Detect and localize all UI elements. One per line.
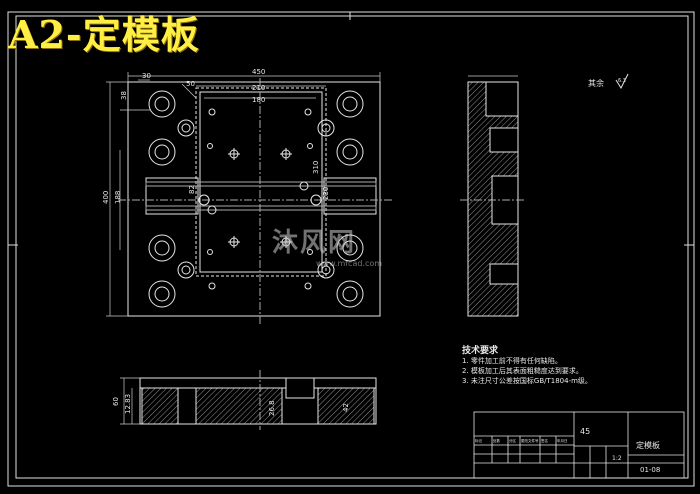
tb-label-mark: 标记 <box>475 438 483 443</box>
watermark-text: 沐风网 <box>272 228 357 258</box>
tb-label-count: 处数 <box>493 438 501 443</box>
tb-label-date: 年月日 <box>557 438 568 443</box>
side-outline <box>467 81 519 317</box>
front-hatch-center <box>195 387 283 425</box>
front-outline <box>139 377 377 425</box>
front-pocket <box>285 377 315 399</box>
plate-outline <box>127 81 381 317</box>
corner-bolt-holes <box>148 90 364 308</box>
dim-42: 42 <box>342 403 350 412</box>
watermark-url: www.mfcad.com <box>316 259 383 268</box>
dim-310: 310 <box>312 161 320 174</box>
slide-slot-left <box>145 177 199 215</box>
material-value: 45 <box>580 427 590 436</box>
technical-requirements: 技术要求 1. 零件加工前不得有任何缺陷。 2. 模板加工后其表面粗糙度达到要求… <box>462 346 592 386</box>
side-view <box>460 75 526 317</box>
watermark: 沐风网 www.mfcad.com <box>272 222 382 268</box>
part-name: 定模板 <box>636 440 660 450</box>
roughness-label: 其余 <box>588 78 604 88</box>
tb-label-sign: 签名 <box>541 438 548 443</box>
dim-12-83: 12.83 <box>124 394 132 414</box>
dim-height-400: 400 <box>102 191 110 204</box>
outer-border <box>7 11 695 487</box>
roughness-value: 6.3 <box>618 78 626 84</box>
front-dimension-lines <box>120 377 140 425</box>
dim-188: 188 <box>114 191 122 204</box>
inner-border <box>15 15 689 479</box>
title-block-text: 45 定模板 01-08 1:2 标记 处数 分区 更改文件号 签名 年月日 <box>475 427 660 474</box>
side-cut-bottom <box>489 263 519 285</box>
front-dim-labels: 60 12.83 42 26.8 <box>112 394 350 416</box>
tb-label-zone: 分区 <box>509 438 517 443</box>
slide-slot-right <box>323 177 377 215</box>
drawing-title: A2-定模板 <box>8 12 200 57</box>
top-view <box>106 72 392 326</box>
dim-82: 82 <box>188 185 196 194</box>
tech-req-heading: 技术要求 <box>462 346 499 356</box>
side-cut-slot <box>489 127 519 153</box>
scale-value: 1:2 <box>612 455 622 462</box>
tech-req-item: 3. 未注尺寸公差按国标GB/T1804-m级。 <box>462 377 592 385</box>
dim-230: 230 <box>322 187 330 200</box>
front-view <box>120 370 377 430</box>
dim-26-8: 26.8 <box>268 400 276 416</box>
front-hatch-left <box>141 387 179 425</box>
guide-pin-holes <box>177 119 335 279</box>
top-view-dim-labels: 450 210 180 400 188 310 82 230 50 30 38 <box>102 68 330 204</box>
tb-label-doc: 更改文件号 <box>521 438 539 443</box>
top-view-dimension-lines <box>106 72 381 317</box>
tech-req-item: 2. 模板加工后其表面粗糙度达到要求。 <box>462 367 583 375</box>
rib-bottom <box>145 205 377 211</box>
dim-30: 30 <box>142 72 151 80</box>
rib-top <box>145 181 377 187</box>
drawing-number: 01-08 <box>640 466 660 474</box>
dim-210: 210 <box>252 84 265 92</box>
dim-38: 38 <box>120 91 128 100</box>
dim-50: 50 <box>186 80 195 88</box>
roughness-symbol: 其余 6.3 <box>588 73 629 90</box>
dim-180: 180 <box>252 96 265 104</box>
title-block <box>473 411 685 479</box>
screw-holes <box>207 108 313 290</box>
tech-req-item: 1. 零件加工前不得有任何缺陷。 <box>462 357 562 365</box>
roughness-check-icon <box>615 73 629 90</box>
side-cut-top <box>485 81 519 117</box>
dim-width-450: 450 <box>252 68 265 76</box>
dim-60: 60 <box>112 397 120 406</box>
